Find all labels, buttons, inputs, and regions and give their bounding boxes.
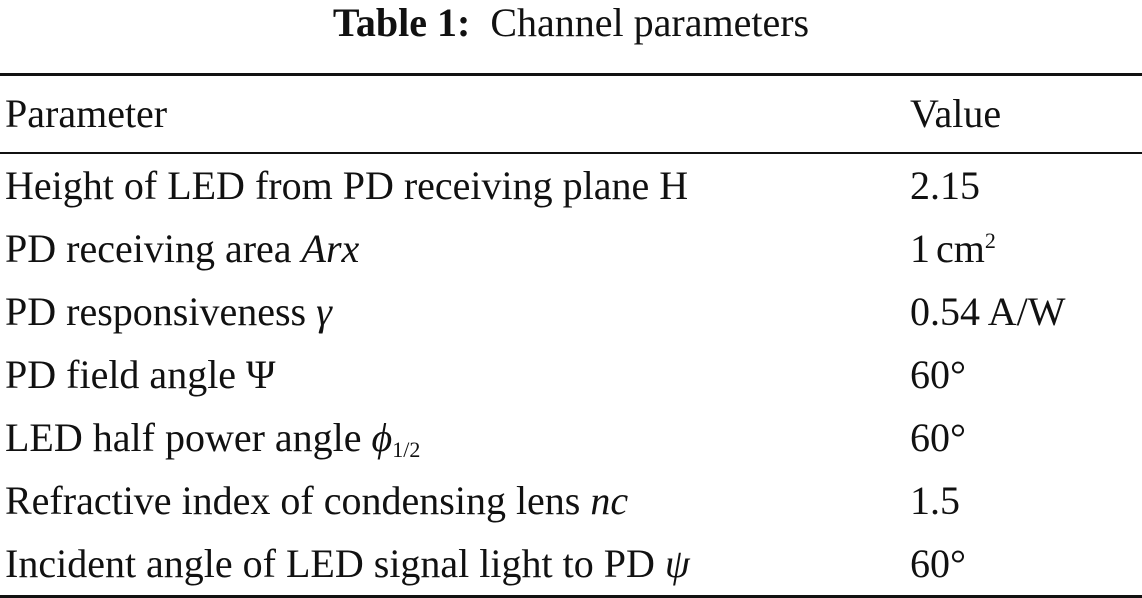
header-value: Value xyxy=(910,91,1002,136)
value-unit: cm xyxy=(936,225,985,271)
cell-value: 60° xyxy=(910,351,966,397)
parameter-text: LED half power angle xyxy=(5,414,372,460)
table-row: Incident angle of LED signal light to PD… xyxy=(0,532,1142,595)
table-row: Refractive index of condensing lens nc 1… xyxy=(0,469,1142,532)
table-header-rule xyxy=(0,152,1142,154)
parameter-symbol: ψ xyxy=(664,540,690,586)
cell-value: 60° xyxy=(910,414,966,460)
table-row: Height of LED from PD receiving plane H … xyxy=(0,154,1142,217)
parameter-text: PD responsiveness xyxy=(5,288,317,334)
cell-value: 0.54 A/W xyxy=(910,288,1066,334)
table-caption: Table 1: Channel parameters xyxy=(0,0,1142,56)
channel-parameters-table: Parameter Value Height of LED from PD re… xyxy=(0,73,1142,598)
cell-parameter: LED half power angle ϕ1/2 xyxy=(0,415,910,461)
cell-value: 60° xyxy=(910,540,966,586)
parameter-text: PD field angle Ψ xyxy=(5,351,276,397)
cell-parameter: PD field angle Ψ xyxy=(0,352,910,398)
cell-parameter: Height of LED from PD receiving plane H xyxy=(0,163,910,209)
parameter-symbol: γ xyxy=(316,288,332,334)
table-top-rule xyxy=(0,73,1142,76)
parameter-symbol: Arx xyxy=(301,225,360,271)
parameter-subscript: 1/2 xyxy=(392,436,421,462)
value-exponent: 2 xyxy=(984,227,996,253)
parameter-symbol: nc xyxy=(590,477,629,523)
parameter-text: Incident angle of LED signal light to PD xyxy=(5,540,665,586)
parameter-text: Height of LED from PD receiving plane H xyxy=(5,162,689,208)
cell-parameter: Incident angle of LED signal light to PD… xyxy=(0,541,910,587)
cell-parameter: PD receiving area Arx xyxy=(0,226,910,272)
cell-parameter: PD responsiveness γ xyxy=(0,289,910,335)
cell-parameter: Refractive index of condensing lens nc xyxy=(0,478,910,524)
table-header-row: Parameter Value xyxy=(0,76,1142,152)
header-parameter: Parameter xyxy=(5,91,168,136)
cell-value: 1.5 xyxy=(910,477,960,523)
cell-value: 2.15 xyxy=(910,162,980,208)
parameter-text: Refractive index of condensing lens xyxy=(5,477,591,523)
table-caption-title: Channel parameters xyxy=(490,0,810,45)
parameter-symbol: ϕ xyxy=(371,414,393,460)
table-row: LED half power angle ϕ1/2 60° xyxy=(0,406,1142,469)
table-caption-label: Table 1: xyxy=(332,0,471,45)
parameter-text: PD receiving area xyxy=(5,225,302,271)
value-number: 1 xyxy=(910,225,930,271)
table-row: PD responsiveness γ 0.54 A/W xyxy=(0,280,1142,343)
table-row: PD field angle Ψ 60° xyxy=(0,343,1142,406)
